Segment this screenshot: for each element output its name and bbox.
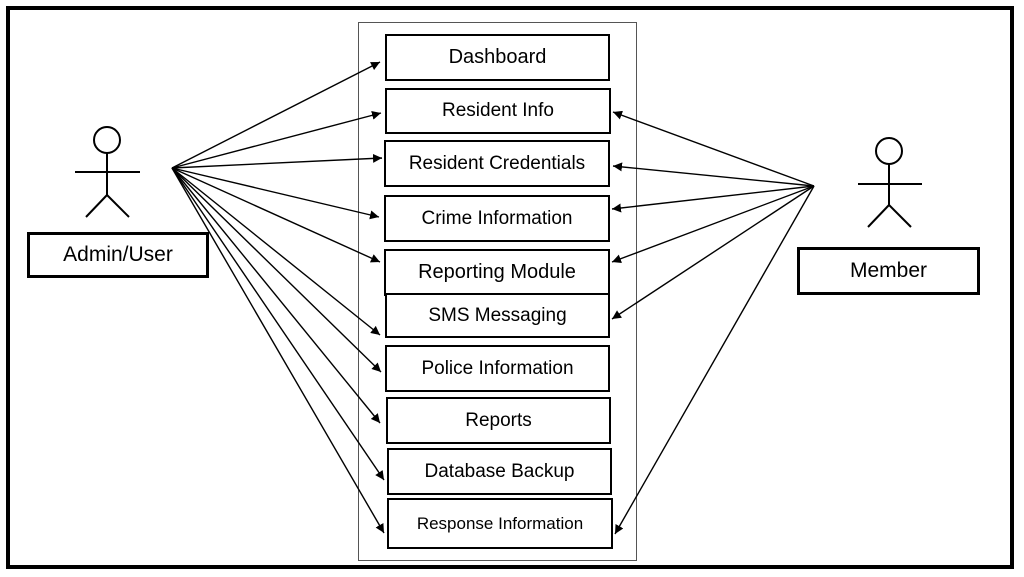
member-association-arrow: [614, 185, 815, 535]
admin-association-arrow: [171, 153, 383, 169]
usecase-dashboard: Dashboard: [385, 34, 610, 81]
admin-association-arrow: [171, 167, 381, 424]
member-association-arrow: [612, 162, 815, 187]
admin-association-arrow: [171, 61, 381, 169]
diagram-frame: [6, 6, 1014, 569]
member-label: Member: [797, 247, 980, 295]
member-association-arrow: [612, 110, 815, 187]
admin-association-arrow: [171, 110, 382, 169]
usecase-resident-credentials: Resident Credentials: [384, 140, 610, 187]
usecase-database-backup: Database Backup: [387, 448, 612, 495]
member-association-arrow: [611, 185, 815, 320]
usecase-reports: Reports: [386, 397, 611, 444]
usecase-response-information: Response Information: [387, 498, 613, 549]
admin-association-arrow: [171, 167, 380, 220]
usecase-sms-messaging: SMS Messaging: [385, 293, 610, 338]
member-association-arrow: [611, 185, 815, 213]
admin-user-label: Admin/User: [27, 232, 209, 278]
admin-association-arrow: [171, 167, 382, 373]
admin-actor-figure: [75, 126, 140, 218]
usecase-crime-information: Crime Information: [384, 195, 610, 242]
admin-association-arrow: [171, 167, 385, 481]
member-actor-figure: [858, 137, 922, 228]
admin-association-arrow: [171, 167, 381, 336]
usecase-reporting-module: Reporting Module: [384, 249, 610, 296]
admin-association-arrow: [171, 167, 381, 263]
system-boundary: [358, 22, 637, 561]
usecase-police-information: Police Information: [385, 345, 610, 392]
usecase-resident-info: Resident Info: [385, 88, 611, 134]
member-association-arrow: [611, 185, 815, 264]
admin-association-arrow: [171, 167, 385, 534]
